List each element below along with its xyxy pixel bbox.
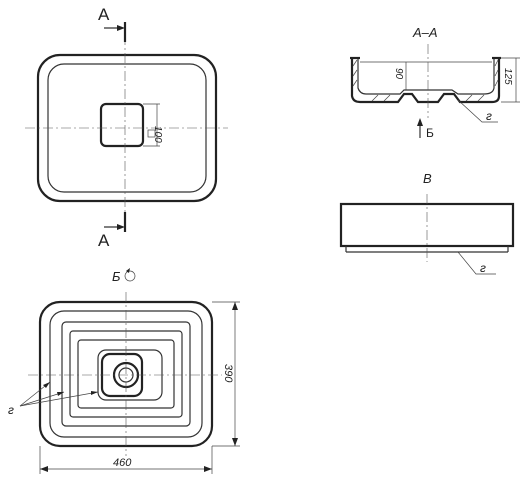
- view-b-arrow-label: Б: [426, 126, 434, 140]
- view-v: В г: [339, 171, 515, 275]
- section-arrowhead-bottom: [117, 224, 125, 230]
- view-b-title: Б: [112, 269, 121, 284]
- leader-3: [19, 391, 99, 407]
- square-symbol: [147, 129, 156, 138]
- width-dimension-value: 460: [113, 457, 132, 469]
- section-outer-profile: [350, 58, 501, 104]
- detail-leader: [457, 99, 498, 123]
- view-v-title: В: [423, 171, 432, 186]
- height-dimension-value-bottom: 390: [222, 364, 234, 383]
- detail-label-bottom: г: [8, 403, 14, 417]
- side-detail-leader: [457, 251, 496, 275]
- depth-dimension-value: 90: [393, 68, 404, 80]
- section-aa-title: A–A: [412, 25, 438, 40]
- top-view: A A 100: [25, 5, 228, 250]
- rotation-symbol: [124, 270, 136, 282]
- section-label-bottom: A: [98, 231, 110, 250]
- section-arrowhead-top: [117, 25, 125, 31]
- section-aa: A–A 90 125 Б г: [350, 25, 520, 140]
- section-inner-profile: [357, 58, 495, 95]
- view-b: Б 460 390 г: [8, 268, 240, 474]
- drain-square: [99, 102, 145, 148]
- section-label-top: A: [98, 5, 110, 24]
- height-dimension-value: 125: [502, 68, 513, 85]
- drain-dimension-value: 100: [152, 126, 163, 143]
- detail-label-side: г: [480, 261, 486, 275]
- detail-label-section: г: [486, 109, 492, 123]
- leader-2: [19, 391, 65, 407]
